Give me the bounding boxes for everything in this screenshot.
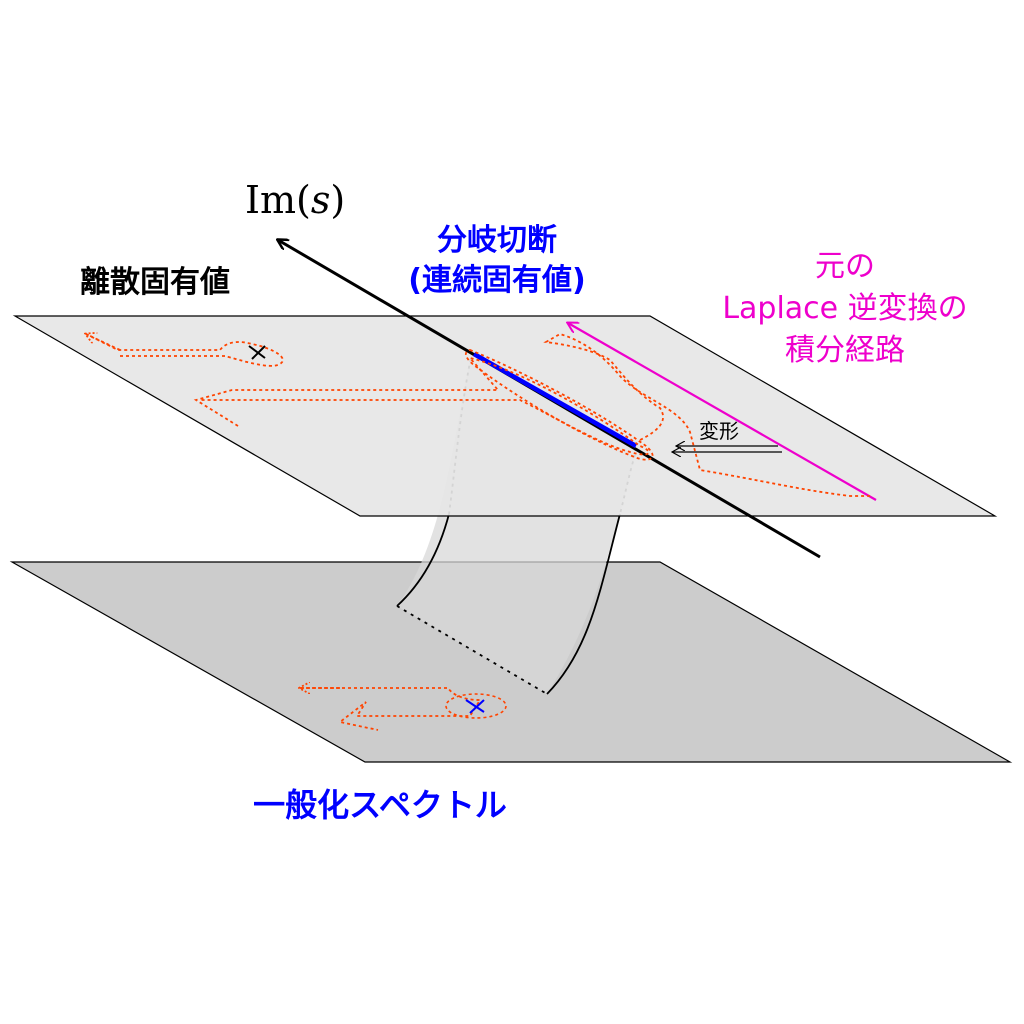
cut-surface-right-edge bbox=[546, 513, 621, 695]
cut-surface-bottom-edge bbox=[396, 605, 548, 695]
branch-cut bbox=[472, 352, 638, 448]
upper-path-arrowhead bbox=[86, 334, 121, 351]
branch-cut-label-1: 分岐切断 bbox=[437, 223, 557, 258]
branch-cut-label-2: (連続固有値) bbox=[408, 263, 585, 298]
lower-eigenvalue-cross-icon bbox=[465, 699, 485, 714]
cut-surface-left-edge bbox=[396, 513, 450, 607]
discrete-eigenvalue-label: 離散固有値 bbox=[80, 265, 230, 300]
original-contour-label-1: 元の bbox=[815, 249, 875, 284]
upper-eigenvalue-cross-icon bbox=[248, 345, 266, 360]
laplace-contour bbox=[568, 323, 877, 501]
axis-label: Im(s) bbox=[245, 178, 345, 222]
lower-integration-path bbox=[300, 687, 482, 731]
lower-eigenvalue-loop bbox=[445, 693, 507, 719]
upper-cut-loop bbox=[464, 349, 654, 461]
generalized-spectrum-label: 一般化スペクトル bbox=[253, 786, 507, 824]
original-contour-label-2: Laplace 逆変換の bbox=[722, 291, 967, 326]
deform-label: 変形 bbox=[699, 419, 739, 443]
upper-riemann-sheet bbox=[12, 315, 998, 517]
original-contour-label-3: 積分経路 bbox=[785, 333, 905, 368]
